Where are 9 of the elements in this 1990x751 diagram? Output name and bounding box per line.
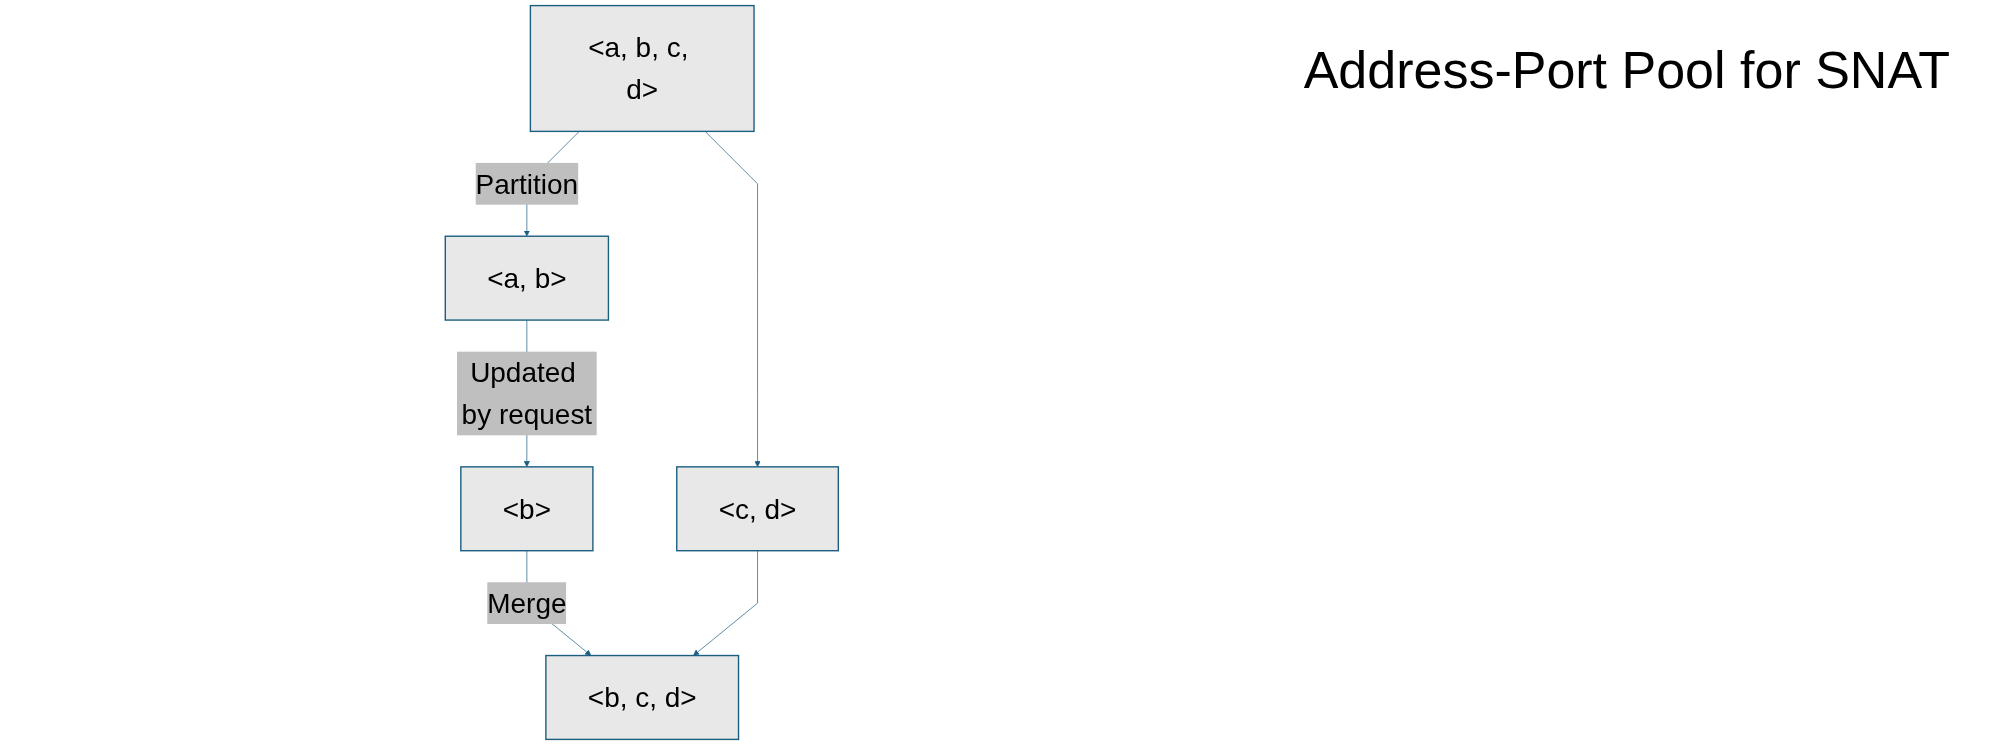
node-box: <a, b>	[444, 235, 610, 321]
node-box: <b, c, d>	[545, 654, 740, 741]
node-box: <a, b, c, d>	[529, 4, 755, 133]
node-box: <b>	[460, 466, 594, 552]
diagram-title: Address-Port Pool for SNAT	[1302, 40, 1951, 100]
node-box: <c, d>	[676, 466, 840, 552]
edge-label: Partition	[475, 168, 579, 200]
edge-label: Updated by request	[461, 357, 593, 430]
edge-label: Merge	[487, 587, 567, 619]
